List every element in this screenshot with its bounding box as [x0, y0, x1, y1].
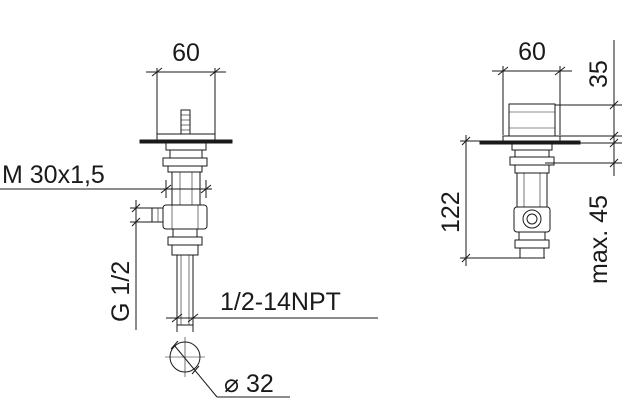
left-view: 60 [0, 39, 378, 398]
left-rosette-plate [156, 133, 216, 141]
left-width-dimension: 60 [146, 39, 226, 135]
left-width-label: 60 [172, 39, 200, 67]
right-cap [508, 103, 556, 137]
right-width-dimension: 60 [492, 38, 572, 135]
left-thread-dimension: M 30x1,5 [0, 161, 212, 198]
left-npt-label: 1/2-14NPT [220, 288, 341, 316]
right-max-label: max. 45 [585, 195, 613, 284]
right-valve-body [509, 143, 555, 259]
left-diameter-label: ⌀ 32 [224, 370, 274, 398]
right-height-top-dimension: 35 [555, 40, 622, 150]
right-view: 60 [437, 38, 622, 284]
left-valve-body [151, 142, 208, 326]
right-height-total-label: 122 [437, 191, 465, 233]
left-pipe-thread-dimension: G 1/2 [107, 200, 152, 330]
right-rosette-plate [502, 135, 561, 142]
left-diameter-circle: ⌀ 32 [165, 337, 290, 398]
right-height-top-label: 35 [585, 60, 613, 88]
left-thread-label: M 30x1,5 [2, 161, 105, 189]
right-width-label: 60 [518, 38, 546, 66]
left-stud [180, 109, 191, 136]
right-max-dimension: max. 45 [545, 138, 622, 284]
left-pipe-thread-label: G 1/2 [107, 261, 135, 322]
left-npt-dimension: 1/2-14NPT [166, 288, 378, 332]
right-height-total-dimension: 122 [437, 135, 545, 266]
